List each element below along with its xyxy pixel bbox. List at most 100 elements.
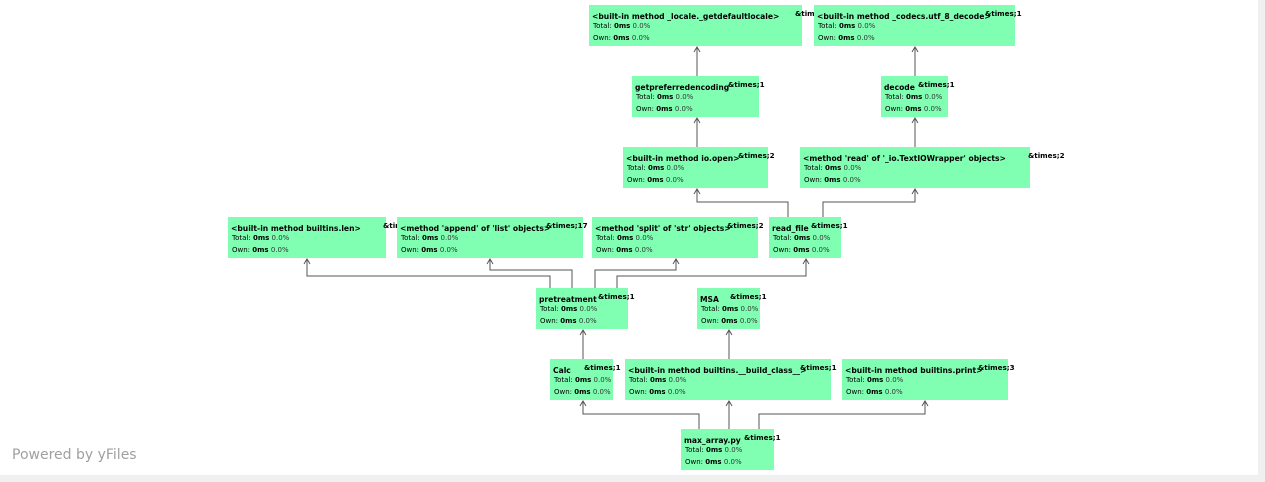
edge-pretreat-to-split (594, 259, 677, 288)
own-percent: 0.0% (811, 246, 830, 254)
node-len[interactable]: <built-in method builtins.len>&times;1To… (228, 217, 420, 258)
node-name: decode (884, 83, 915, 92)
call-count: &times;3 (978, 363, 1015, 372)
node-append[interactable]: <method 'append' of 'list' objects>&time… (397, 217, 588, 258)
total-label: Total: (701, 305, 720, 313)
node-read[interactable]: <method 'read' of '_io.TextIOWrapper' ob… (800, 147, 1065, 188)
total-label: Total: (804, 164, 823, 172)
own-value: 0ms (616, 246, 633, 254)
total-value: 0ms (656, 93, 674, 101)
node-name: <built-in method builtins.len> (231, 224, 361, 233)
own-value: 0ms (705, 458, 722, 466)
own-label: Own: (629, 388, 648, 396)
call-count: &times;1 (728, 80, 765, 89)
own-value: 0ms (252, 246, 269, 254)
total-percent: 0.0% (924, 93, 943, 101)
total-label: Total: (554, 376, 573, 384)
node-print[interactable]: <built-in method builtins.print>&times;3… (842, 359, 1015, 400)
node-codecs[interactable]: <built-in method _codecs.utf_8_decode>&t… (814, 5, 1022, 46)
node-name: Calc (553, 366, 571, 375)
node-split[interactable]: <method 'split' of 'str' objects>&times;… (592, 217, 764, 258)
total-row: Total: 0ms 0.0% (596, 232, 755, 244)
node-name: <method 'split' of 'str' objects> (595, 224, 731, 233)
total-value: 0ms (721, 305, 739, 313)
own-percent: 0.0% (723, 458, 742, 466)
total-row: Total: 0ms 0.0% (232, 232, 383, 244)
node-locale[interactable]: <built-in method _locale._getdefaultloca… (589, 5, 832, 46)
own-row: Own: 0ms 0.0% (818, 32, 1012, 44)
own-percent: 0.0% (674, 105, 693, 113)
own-value: 0ms (656, 105, 673, 113)
own-label: Own: (593, 34, 612, 42)
own-row: Own: 0ms 0.0% (804, 174, 1027, 186)
own-row: Own: 0ms 0.0% (885, 103, 945, 115)
total-percent: 0.0% (635, 234, 654, 242)
yfiles-watermark: Powered by yFiles (12, 447, 137, 463)
edge-maxarray-to-print (758, 401, 926, 429)
call-count: &times;1 (918, 80, 955, 89)
edge-arrowhead (921, 400, 929, 407)
node-name: read_file (772, 224, 809, 233)
own-row: Own: 0ms 0.0% (596, 244, 755, 256)
edge-pretreat-to-readfile (616, 259, 807, 288)
total-label: Total: (540, 305, 559, 313)
own-label: Own: (401, 246, 420, 254)
node-name: MSA (700, 295, 719, 304)
call-count: &times;1 (795, 8, 832, 20)
total-row: Total: 0ms 0.0% (846, 374, 1005, 386)
total-value: 0ms (252, 234, 270, 242)
node-name: max_array.py (684, 436, 741, 445)
call-count: &times;1 (730, 292, 767, 301)
total-value: 0ms (647, 164, 665, 172)
own-value: 0ms (421, 246, 438, 254)
edge-arrowhead (486, 258, 494, 265)
total-label: Total: (685, 446, 704, 454)
total-label: Total: (629, 376, 648, 384)
total-row: Total: 0ms 0.0% (554, 374, 611, 386)
total-percent: 0.0% (271, 234, 290, 242)
node-name: <built-in method _codecs.utf_8_decode> (817, 12, 991, 21)
own-label: Own: (685, 458, 704, 466)
total-value: 0ms (905, 93, 923, 101)
own-value: 0ms (649, 388, 666, 396)
own-label: Own: (773, 246, 792, 254)
total-value: 0ms (793, 234, 811, 242)
node-name: <built-in method _locale._getdefaultloca… (592, 12, 780, 21)
total-row: Total: 0ms 0.0% (701, 303, 758, 315)
node-name: getpreferredencoding (635, 83, 730, 92)
own-row: Own: 0ms 0.0% (636, 103, 756, 115)
own-row: Own: 0ms 0.0% (773, 244, 838, 256)
own-percent: 0.0% (856, 34, 875, 42)
own-percent: 0.0% (884, 388, 903, 396)
node-buildclass[interactable]: <built-in method builtins.__build_class_… (625, 359, 837, 400)
total-label: Total: (593, 22, 612, 30)
total-row: Total: 0ms 0.0% (540, 303, 625, 315)
edge-arrowhead (911, 117, 919, 124)
total-label: Total: (596, 234, 615, 242)
total-value: 0ms (838, 22, 856, 30)
own-label: Own: (232, 246, 251, 254)
edge-arrowhead (693, 117, 701, 124)
own-row: Own: 0ms 0.0% (846, 386, 1005, 398)
own-value: 0ms (647, 176, 664, 184)
edge-pretreat-to-append (489, 259, 573, 288)
own-percent: 0.0% (665, 176, 684, 184)
own-label: Own: (804, 176, 823, 184)
own-label: Own: (885, 105, 904, 113)
own-value: 0ms (905, 105, 922, 113)
own-label: Own: (846, 388, 865, 396)
total-row: Total: 0ms 0.0% (773, 232, 838, 244)
edge-arrowhead (725, 400, 733, 407)
own-value: 0ms (793, 246, 810, 254)
edge-arrowhead (693, 46, 701, 53)
total-value: 0ms (866, 376, 884, 384)
